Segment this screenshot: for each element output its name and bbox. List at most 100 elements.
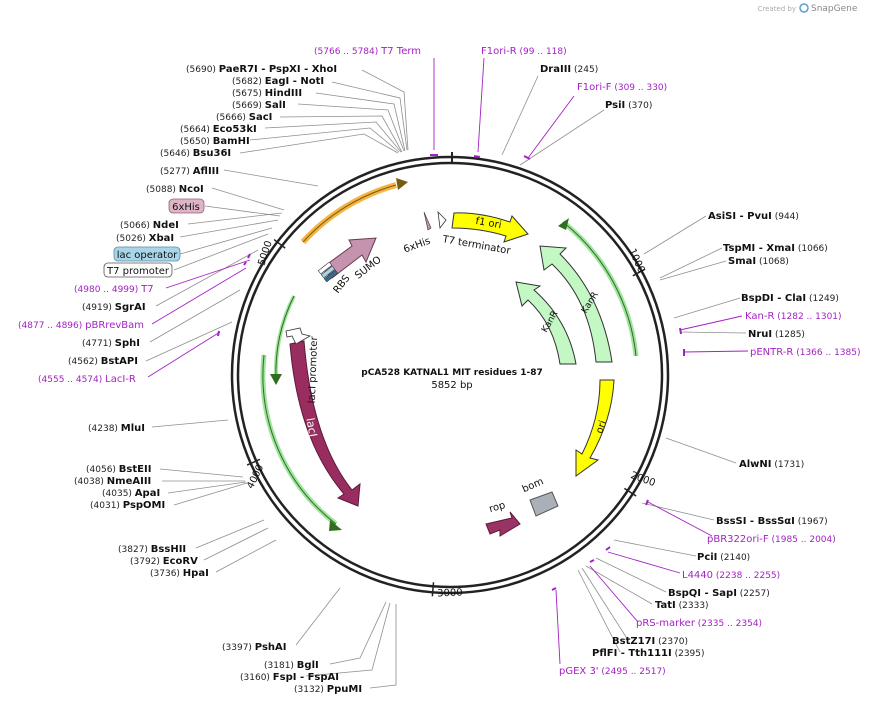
enzyme-label[interactable]: (4238) MluI	[88, 423, 145, 434]
enzyme-label[interactable]: BspDI - ClaI (1249)	[741, 293, 839, 304]
primer-label[interactable]: F1ori-F (309 .. 330)	[577, 82, 667, 93]
primer-label[interactable]: pGEX 3' (2495 .. 2517)	[559, 666, 666, 677]
enzyme-label[interactable]: BspQI - SapI (2257)	[668, 588, 770, 599]
primer-label[interactable]: pRS-marker (2335 .. 2354)	[636, 618, 762, 629]
primer-label[interactable]: (4980 .. 4999) T7	[74, 284, 154, 295]
enzyme-label[interactable]: (5646) Bsu36I	[160, 148, 231, 159]
enzyme-label[interactable]: TspMI - XmaI (1066)	[723, 243, 828, 254]
enzyme-label[interactable]: (3736) HpaI	[150, 568, 209, 579]
enzyme-label[interactable]: (5650) BamHI	[180, 136, 250, 147]
enzyme-bsu36i[interactable]: (5646) Bsu36I	[160, 148, 231, 159]
enzyme-tspmi[interactable]: TspMI - XmaI (1066)	[723, 243, 828, 254]
enzyme-sphi[interactable]: (4771) SphI	[82, 338, 140, 349]
primer-label[interactable]: F1ori-R (99 .. 118)	[481, 46, 567, 57]
enzyme-label[interactable]: (5690) PaeR7I - PspXI - XhoI	[186, 64, 337, 75]
primer-pentr-r[interactable]: pENTR-R (1366 .. 1385)	[750, 347, 861, 358]
enzyme-psii[interactable]: PsiI (370)	[605, 100, 652, 111]
enzyme-label[interactable]: (3160) FspI - FspAI	[240, 672, 339, 683]
primer-l4440[interactable]: L4440 (2238 .. 2255)	[682, 570, 780, 581]
primer-t7[interactable]: (4980 .. 4999) T7	[74, 284, 154, 295]
enzyme-label[interactable]: (4056) BstEII	[86, 464, 151, 475]
enzyme-afliii[interactable]: (5277) AflIII	[160, 166, 219, 177]
primer-label[interactable]: pENTR-R (1366 .. 1385)	[750, 347, 861, 358]
primer-prs-marker[interactable]: pRS-marker (2335 .. 2354)	[636, 618, 762, 629]
enzyme-label[interactable]: (5066) NdeI	[120, 220, 179, 231]
enzyme-paer7i[interactable]: (5690) PaeR7I - PspXI - XhoI	[186, 64, 337, 75]
enzyme-label[interactable]: (3792) EcoRV	[130, 556, 198, 567]
enzyme-label[interactable]: (5682) EagI - NotI	[232, 76, 324, 87]
enzyme-sali[interactable]: (5669) SalI	[232, 100, 286, 111]
enzyme-label[interactable]: (5277) AflIII	[160, 166, 219, 177]
enzyme-bamhi[interactable]: (5650) BamHI	[180, 136, 250, 147]
enzyme-label[interactable]: (5666) SacI	[216, 112, 272, 123]
enzyme-label[interactable]: PciI (2140)	[697, 552, 750, 563]
enzyme-bspqi[interactable]: BspQI - SapI (2257)	[668, 588, 770, 599]
enzyme-label[interactable]: (4031) PspOMI	[90, 500, 165, 511]
enzyme-label[interactable]: (4035) ApaI	[102, 488, 160, 499]
enzyme-fspi[interactable]: (3160) FspI - FspAI	[240, 672, 339, 683]
enzyme-eco53ki[interactable]: (5664) Eco53kI	[180, 124, 257, 135]
enzyme-label[interactable]: (4919) SgrAI	[82, 302, 146, 313]
enzyme-apai[interactable]: (4035) ApaI	[102, 488, 160, 499]
enzyme-label[interactable]: (5664) Eco53kI	[180, 124, 257, 135]
primer-f1ori-f[interactable]: F1ori-F (309 .. 330)	[577, 82, 667, 93]
enzyme-label[interactable]: PflFI - Tth111I (2395)	[592, 648, 705, 659]
enzyme-label[interactable]: TatI (2333)	[655, 600, 709, 611]
enzyme-bsteii[interactable]: (4056) BstEII	[86, 464, 151, 475]
enzyme-label[interactable]: (5669) SalI	[232, 100, 286, 111]
enzyme-hindiii[interactable]: (5675) HindIII	[232, 88, 302, 99]
enzyme-nrui[interactable]: NruI (1285)	[748, 329, 805, 340]
enzyme-label[interactable]: AlwNI (1731)	[739, 459, 804, 470]
enzyme-hpai[interactable]: (3736) HpaI	[150, 568, 209, 579]
enzyme-bsshii[interactable]: (3827) BssHII	[118, 544, 186, 555]
enzyme-label[interactable]: (3397) PshAI	[222, 642, 286, 653]
enzyme-label[interactable]: NruI (1285)	[748, 329, 805, 340]
primer-label[interactable]: (4555 .. 4574) LacI-R	[38, 374, 136, 385]
primer-label[interactable]: (5766 .. 5784) T7 Term	[314, 46, 421, 57]
primer-pbrrevbam[interactable]: (4877 .. 4896) pBRrevBam	[18, 320, 144, 331]
enzyme-label[interactable]: (4771) SphI	[82, 338, 140, 349]
enzyme-label[interactable]: AsiSI - PvuI (944)	[708, 211, 799, 222]
enzyme-eagi[interactable]: (5682) EagI - NotI	[232, 76, 324, 87]
enzyme-bgli[interactable]: (3181) BglI	[264, 660, 319, 671]
enzyme-draiii[interactable]: DraIII (245)	[540, 64, 598, 75]
enzyme-label[interactable]: BstZ17I (2370)	[612, 636, 688, 647]
enzyme-label[interactable]: (3132) PpuMI	[294, 684, 362, 695]
enzyme-sgrai[interactable]: (4919) SgrAI	[82, 302, 146, 313]
enzyme-tati[interactable]: TatI (2333)	[655, 600, 709, 611]
enzyme-label[interactable]: (5088) NcoI	[146, 184, 204, 195]
primer-laci-r[interactable]: (4555 .. 4574) LacI-R	[38, 374, 136, 385]
primer-pgex-3[interactable]: pGEX 3' (2495 .. 2517)	[559, 666, 666, 677]
primer-kan-r[interactable]: Kan-R (1282 .. 1301)	[745, 311, 842, 322]
enzyme-bspdi[interactable]: BspDI - ClaI (1249)	[741, 293, 839, 304]
enzyme-nmeaiii[interactable]: (4038) NmeAIII	[74, 476, 151, 487]
primer-f1ori-r[interactable]: F1ori-R (99 .. 118)	[481, 46, 567, 57]
enzyme-pspomi[interactable]: (4031) PspOMI	[90, 500, 165, 511]
primer-pbr322ori-f[interactable]: pBR322ori-F (1985 .. 2004)	[707, 534, 836, 545]
enzyme-label[interactable]: (4562) BstAPI	[68, 356, 138, 367]
enzyme-label[interactable]: SmaI (1068)	[728, 256, 789, 267]
enzyme-ncoi[interactable]: (5088) NcoI	[146, 184, 204, 195]
primer-t7-term[interactable]: (5766 .. 5784) T7 Term	[314, 46, 421, 57]
enzyme-label[interactable]: BssSI - BssSαI (1967)	[716, 516, 828, 527]
enzyme-xbai[interactable]: (5026) XbaI	[116, 233, 174, 244]
enzyme-ecorv[interactable]: (3792) EcoRV	[130, 556, 198, 567]
enzyme-label[interactable]: (4038) NmeAIII	[74, 476, 151, 487]
enzyme-saci[interactable]: (5666) SacI	[216, 112, 272, 123]
primer-label[interactable]: Kan-R (1282 .. 1301)	[745, 311, 842, 322]
enzyme-asisi[interactable]: AsiSI - PvuI (944)	[708, 211, 799, 222]
enzyme-label[interactable]: (3181) BglI	[264, 660, 319, 671]
enzyme-label[interactable]: (5675) HindIII	[232, 88, 302, 99]
primer-label[interactable]: (4877 .. 4896) pBRrevBam	[18, 320, 144, 331]
enzyme-bsssi[interactable]: BssSI - BssSαI (1967)	[716, 516, 828, 527]
enzyme-alwni[interactable]: AlwNI (1731)	[739, 459, 804, 470]
enzyme-pflfi[interactable]: PflFI - Tth111I (2395)	[592, 648, 705, 659]
enzyme-pcii[interactable]: PciI (2140)	[697, 552, 750, 563]
primer-label[interactable]: L4440 (2238 .. 2255)	[682, 570, 780, 581]
enzyme-smai[interactable]: SmaI (1068)	[728, 256, 789, 267]
enzyme-ndei[interactable]: (5066) NdeI	[120, 220, 179, 231]
primer-label[interactable]: pBR322ori-F (1985 .. 2004)	[707, 534, 836, 545]
enzyme-label[interactable]: PsiI (370)	[605, 100, 652, 111]
enzyme-ppumi[interactable]: (3132) PpuMI	[294, 684, 362, 695]
enzyme-pshai[interactable]: (3397) PshAI	[222, 642, 286, 653]
